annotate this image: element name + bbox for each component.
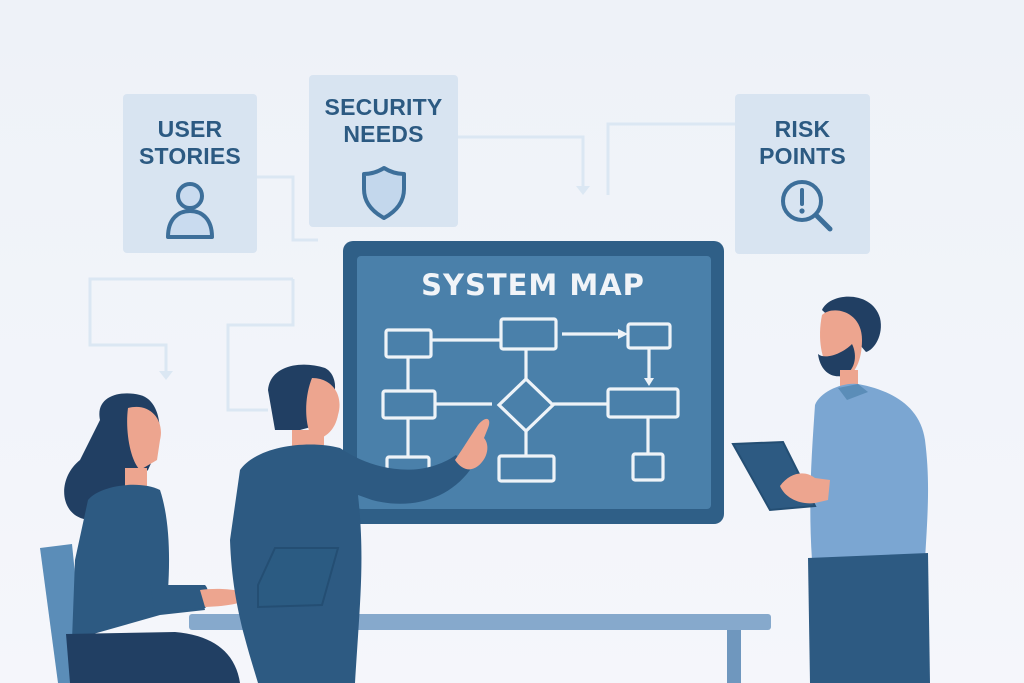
board-title: SYSTEM MAP (421, 268, 645, 302)
seated-woman (64, 393, 250, 683)
pointing-man (230, 364, 490, 683)
user-icon (166, 182, 214, 239)
bearded-man (731, 296, 930, 683)
shield-icon (361, 166, 406, 220)
alert-magnifier-icon (781, 180, 833, 232)
flowchart (381, 317, 680, 483)
